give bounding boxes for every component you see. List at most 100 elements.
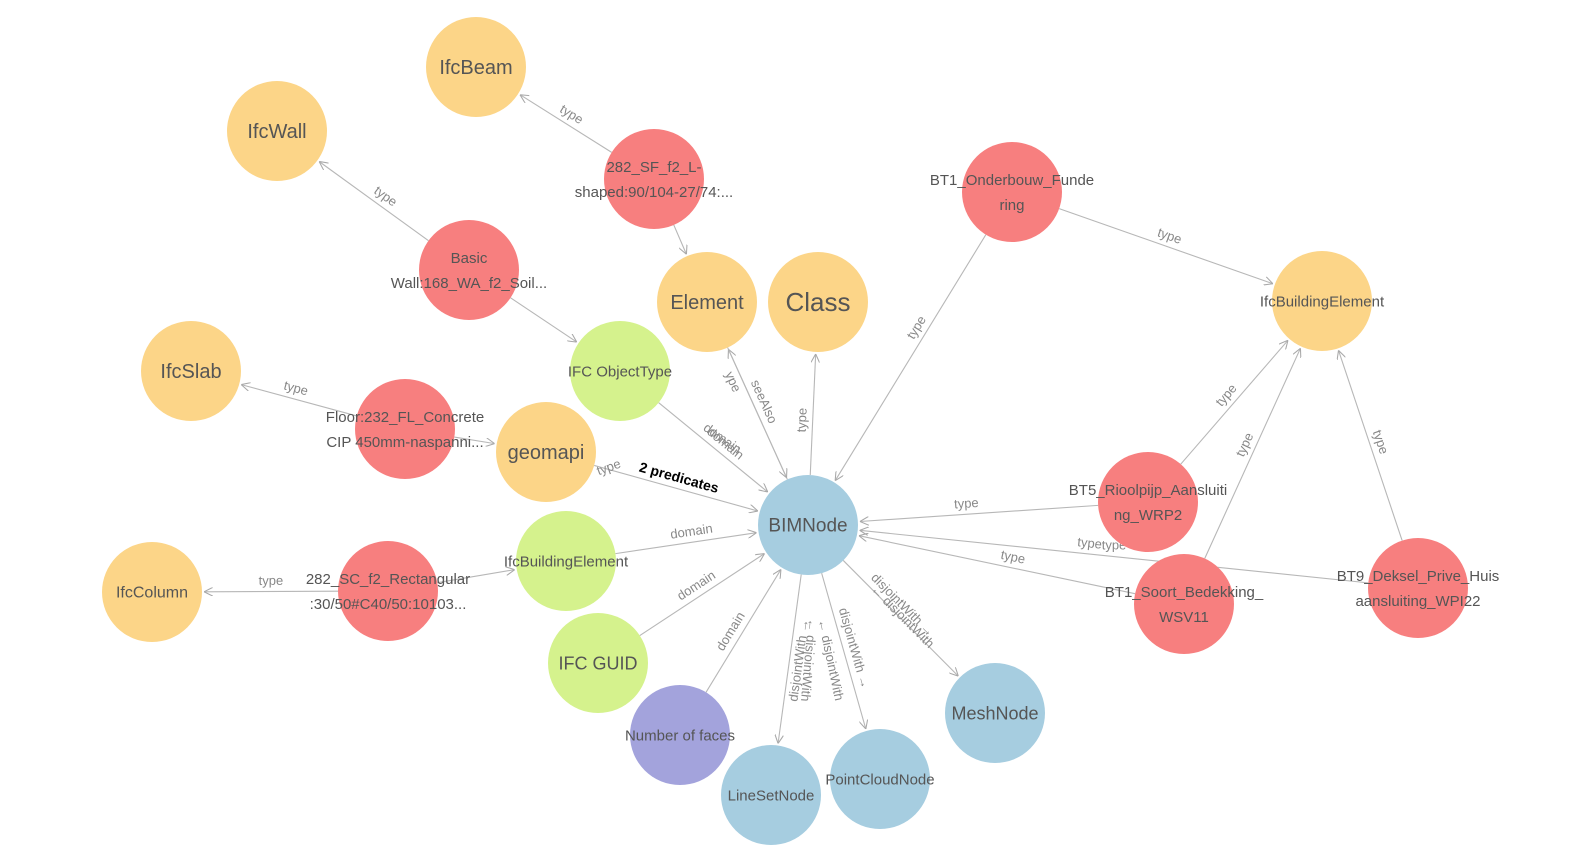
edge-label: ype bbox=[722, 369, 744, 394]
node-geomapi[interactable]: geomapi bbox=[496, 402, 596, 502]
node-ifccolumn[interactable]: IfcColumn bbox=[102, 542, 202, 642]
edge-label: seeAlso bbox=[748, 377, 781, 425]
node-class[interactable]: Class bbox=[768, 252, 868, 352]
edge-line bbox=[658, 402, 768, 492]
edge-label: type bbox=[557, 101, 586, 127]
node-circle bbox=[548, 613, 648, 713]
edge-bt1-soort-to-bimnode[interactable] bbox=[859, 536, 1136, 595]
edge-column-instance-to-ifccolumn[interactable] bbox=[204, 591, 339, 592]
node-label: IfcColumn bbox=[116, 585, 188, 602]
edge-wall-instance-to-ifcwall[interactable] bbox=[319, 161, 429, 242]
edge-geomapi-to-bimnode[interactable] bbox=[594, 464, 758, 511]
node-ifcslab[interactable]: IfcSlab bbox=[141, 321, 241, 421]
node-meshnode[interactable]: MeshNode bbox=[945, 663, 1045, 763]
edge-label-extra: type bbox=[595, 456, 623, 479]
node-label: Number of faces bbox=[625, 727, 735, 744]
edge-slab-instance-to-ifcslab[interactable] bbox=[241, 385, 357, 417]
node-circle bbox=[419, 220, 519, 320]
node-ifc-guid[interactable]: IFC GUID bbox=[548, 613, 648, 713]
edge-wall-instance-to-ifc-objecttype[interactable] bbox=[510, 297, 577, 342]
edge-line bbox=[835, 234, 987, 481]
node-ifcbuildingelement-class[interactable]: IfcBuildingElement bbox=[1260, 251, 1385, 351]
node-circle bbox=[1134, 554, 1234, 654]
node-ifcbeam[interactable]: IfcBeam bbox=[426, 17, 526, 117]
edge-bt9-to-ifcbuildingelement-class[interactable] bbox=[1338, 350, 1403, 541]
edge-slab-instance-to-geomapi[interactable] bbox=[454, 436, 494, 444]
node-column-instance[interactable]: 282_SC_f2_Rectangular:30/50#C40/50:10103… bbox=[306, 541, 470, 641]
edge-line bbox=[859, 536, 1136, 595]
edge-line bbox=[1058, 208, 1273, 284]
node-bimnode[interactable]: BIMNode bbox=[758, 475, 858, 575]
edge-label: type bbox=[282, 378, 310, 399]
node-circle bbox=[1098, 452, 1198, 552]
edge-bt9-to-bimnode[interactable] bbox=[860, 530, 1369, 584]
edge-label-extra: domain bbox=[701, 420, 745, 457]
edge-bt1-funde-to-bimnode[interactable] bbox=[835, 234, 987, 481]
edge-bimnode-to-meshnode[interactable] bbox=[842, 560, 958, 676]
edge-label: type bbox=[1212, 381, 1239, 409]
node-label: IFC ObjectType bbox=[568, 363, 672, 380]
edge-label: type bbox=[259, 573, 284, 588]
node-bt1-soort[interactable]: BT1_Soort_Bedekking_WSV11 bbox=[1105, 554, 1264, 654]
node-element[interactable]: Element bbox=[657, 252, 757, 352]
node-circle bbox=[227, 81, 327, 181]
edge-line bbox=[639, 554, 765, 637]
edge-line bbox=[673, 224, 687, 254]
node-beam-instance[interactable]: 282_SF_f2_L-shaped:90/104-27/74:... bbox=[575, 129, 733, 229]
node-circle bbox=[830, 729, 930, 829]
node-circle bbox=[338, 541, 438, 641]
node-circle bbox=[657, 252, 757, 352]
node-circle bbox=[102, 542, 202, 642]
edge-line bbox=[1338, 350, 1403, 541]
node-label: LineSetNode bbox=[728, 787, 815, 804]
node-circle bbox=[516, 511, 616, 611]
node-label: IfcBeam bbox=[439, 57, 512, 79]
edge-label: type bbox=[1077, 534, 1103, 551]
edge-ifc-objecttype-to-bimnode[interactable] bbox=[658, 402, 768, 492]
node-label: IfcSlab bbox=[160, 361, 221, 383]
edge-bt5-to-ifcbuildingelement-class[interactable] bbox=[1180, 340, 1288, 465]
edge-bt1-funde-to-ifcbuildingelement-class[interactable] bbox=[1058, 208, 1273, 284]
edge-line bbox=[860, 530, 1369, 584]
edge-label: type bbox=[999, 547, 1026, 567]
node-circle bbox=[945, 663, 1045, 763]
node-ifcwall[interactable]: IfcWall bbox=[227, 81, 327, 181]
edge-label: type bbox=[903, 313, 929, 342]
node-ifc-objecttype[interactable]: IFC ObjectType bbox=[568, 321, 672, 421]
edge-ifcbuildingelement-prop-to-bimnode[interactable] bbox=[615, 533, 756, 555]
edge-bt1-soort-to-ifcbuildingelement-class[interactable] bbox=[1204, 348, 1301, 559]
edge-bimnode-to-pointcloudnode[interactable] bbox=[821, 572, 866, 729]
node-label: geomapi bbox=[508, 442, 585, 464]
node-ifcbuildingelement-prop[interactable]: IfcBuildingElement bbox=[504, 511, 629, 611]
node-circle bbox=[721, 745, 821, 845]
edge-column-instance-to-ifcbuildingelement-prop[interactable] bbox=[437, 570, 514, 584]
edge-label-extra: ← disjointWith bbox=[868, 582, 937, 651]
edge-element-to-bimnode[interactable] bbox=[727, 347, 787, 478]
edge-line bbox=[727, 347, 787, 478]
edge-number-of-faces-to-bimnode[interactable] bbox=[705, 569, 781, 693]
node-label: IFC GUID bbox=[559, 653, 638, 673]
edge-bimnode-to-linesetnode[interactable] bbox=[778, 574, 802, 744]
node-circle bbox=[1272, 251, 1372, 351]
node-circle bbox=[355, 379, 455, 479]
edge-beam-instance-to-element[interactable] bbox=[673, 224, 687, 254]
edge-bimnode-to-class[interactable] bbox=[809, 354, 815, 476]
node-label: IfcBuildingElement bbox=[504, 553, 629, 570]
node-label: IfcBuildingElement bbox=[1260, 293, 1385, 310]
edge-line bbox=[520, 95, 612, 153]
edge-ifc-guid-to-bimnode[interactable] bbox=[639, 554, 765, 637]
node-linesetnode[interactable]: LineSetNode bbox=[721, 745, 821, 845]
edge-beam-instance-to-ifcbeam[interactable] bbox=[520, 95, 612, 153]
edge-bt5-to-bimnode[interactable] bbox=[860, 504, 1099, 521]
edge-line bbox=[842, 560, 958, 676]
node-pointcloudnode[interactable]: PointCloudNode bbox=[825, 729, 935, 829]
node-number-of-faces[interactable]: Number of faces bbox=[625, 685, 735, 785]
edge-line bbox=[510, 297, 577, 342]
